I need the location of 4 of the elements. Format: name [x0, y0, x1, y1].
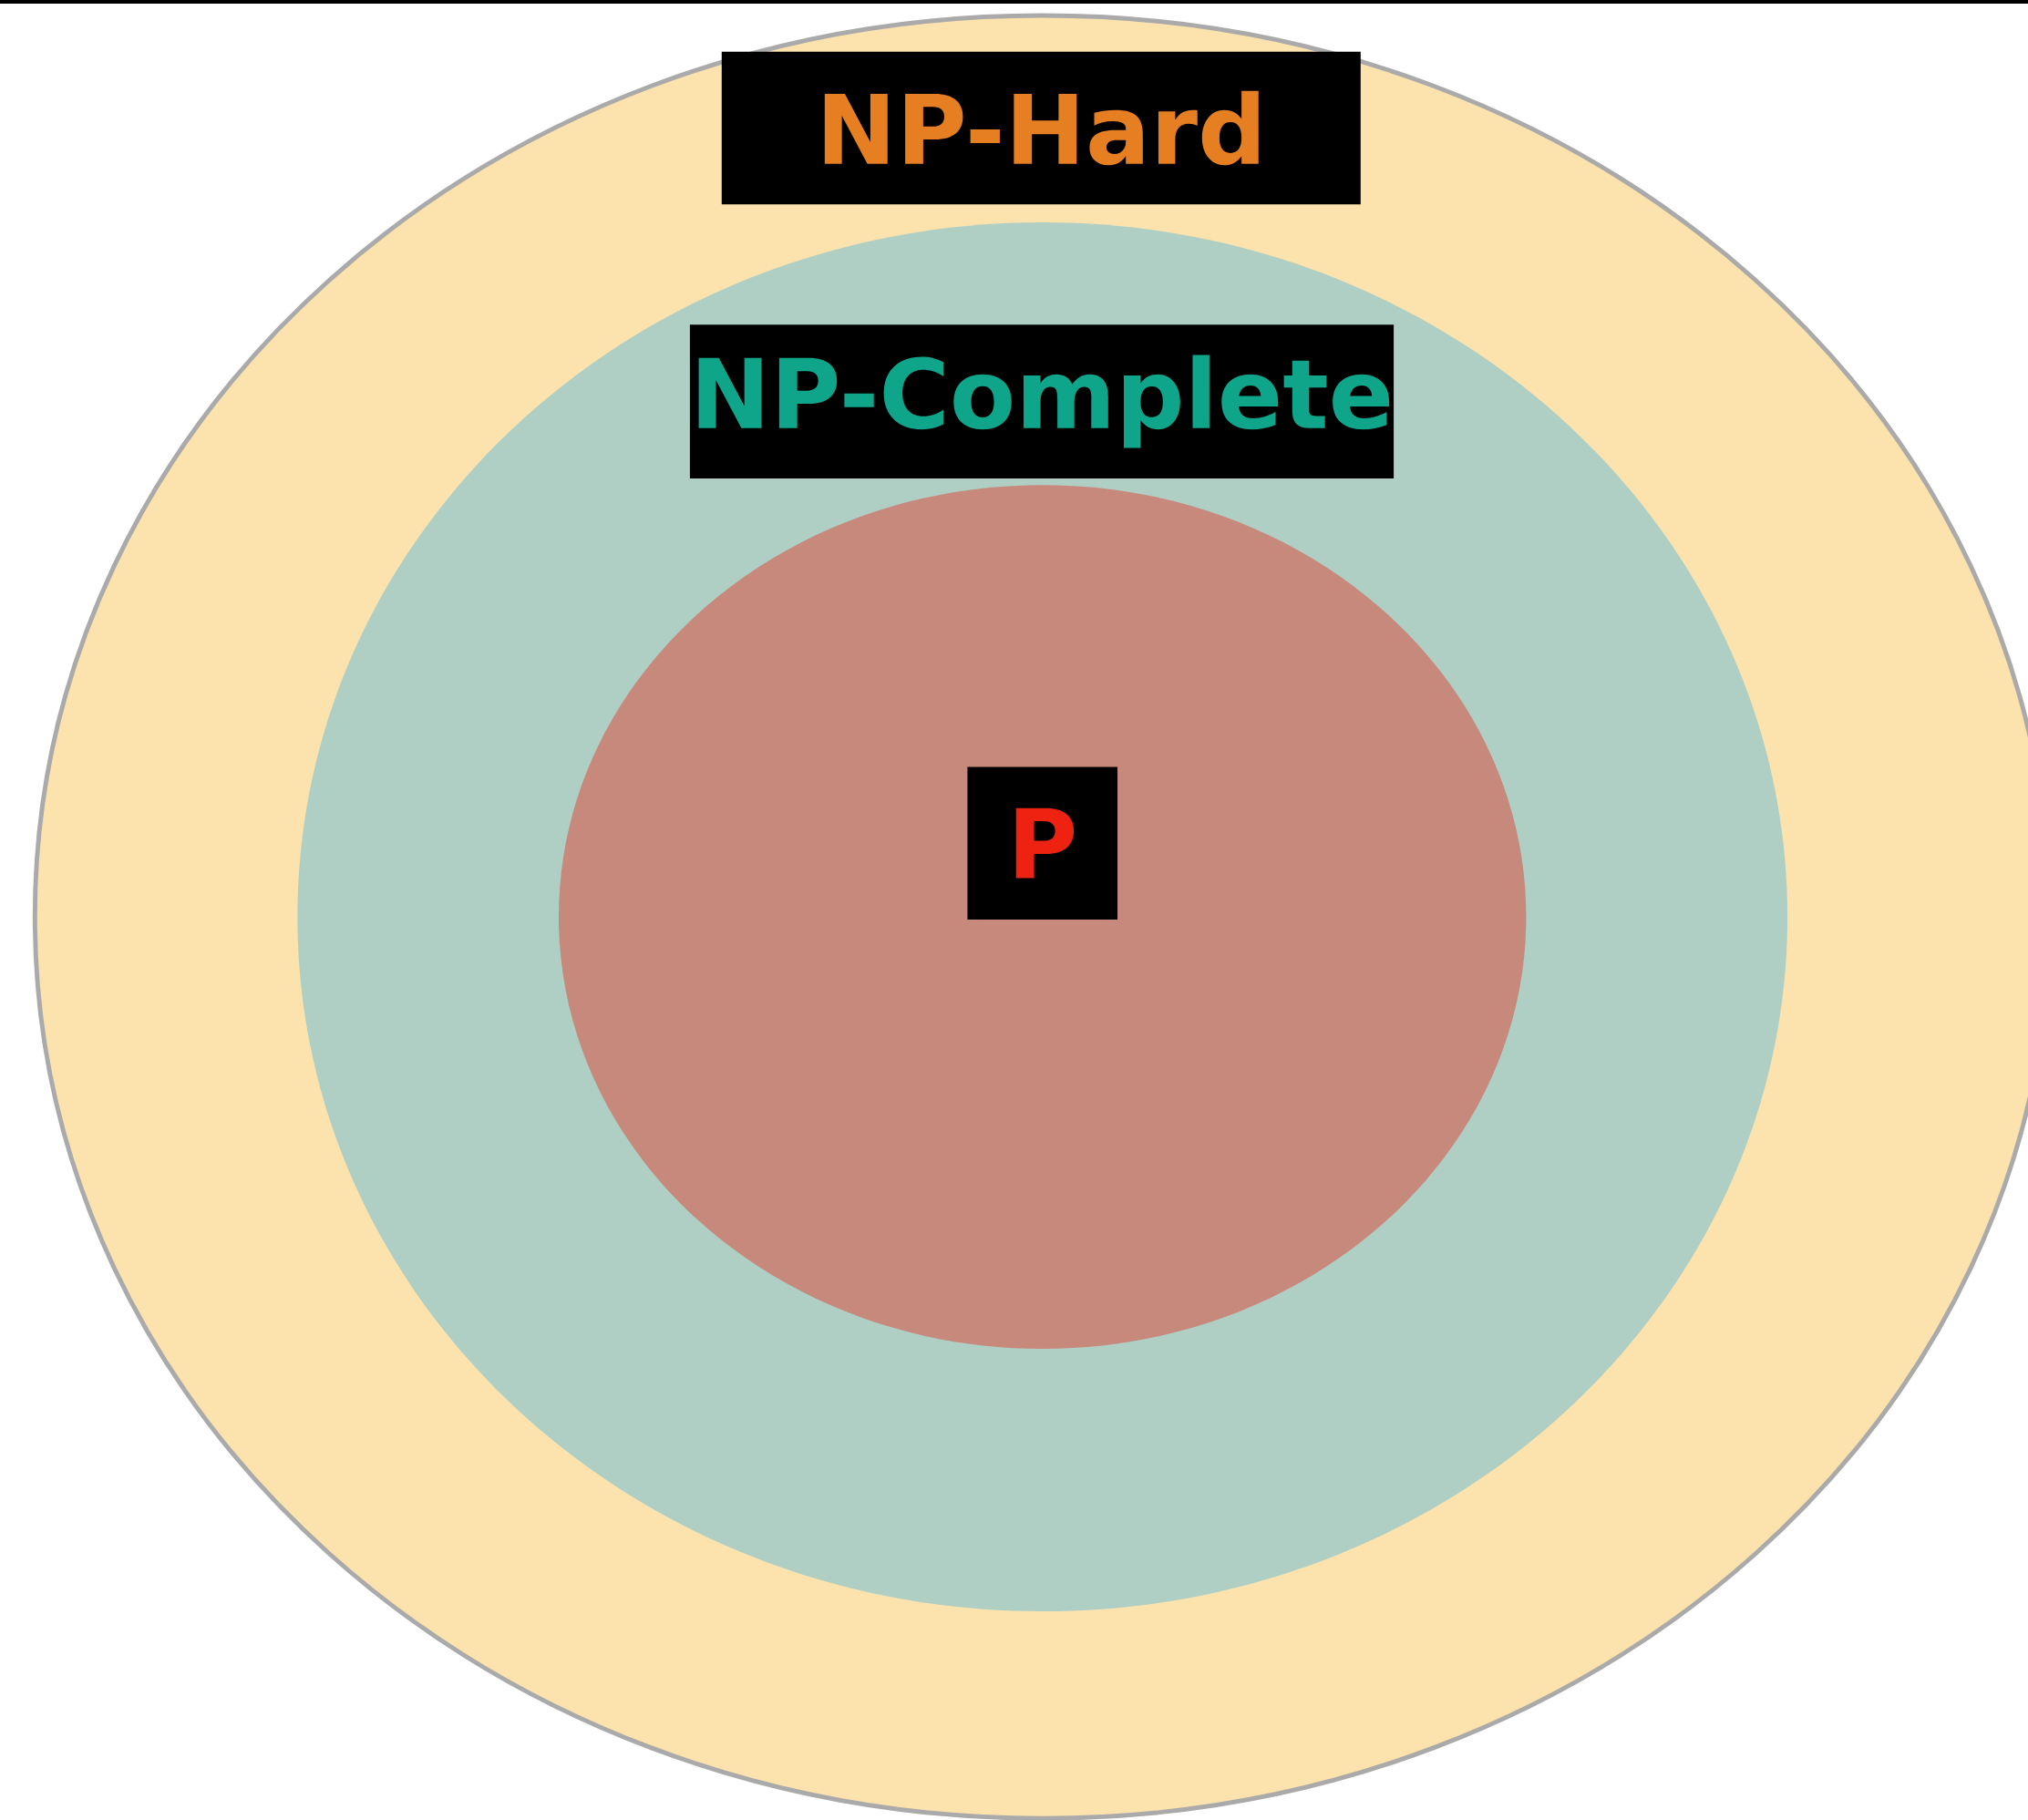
label-box: NP-Hard [721, 51, 1361, 205]
ellipse-region [559, 485, 1527, 1350]
label-box: NP-Complete [689, 324, 1395, 479]
label-box: P [967, 766, 1117, 920]
